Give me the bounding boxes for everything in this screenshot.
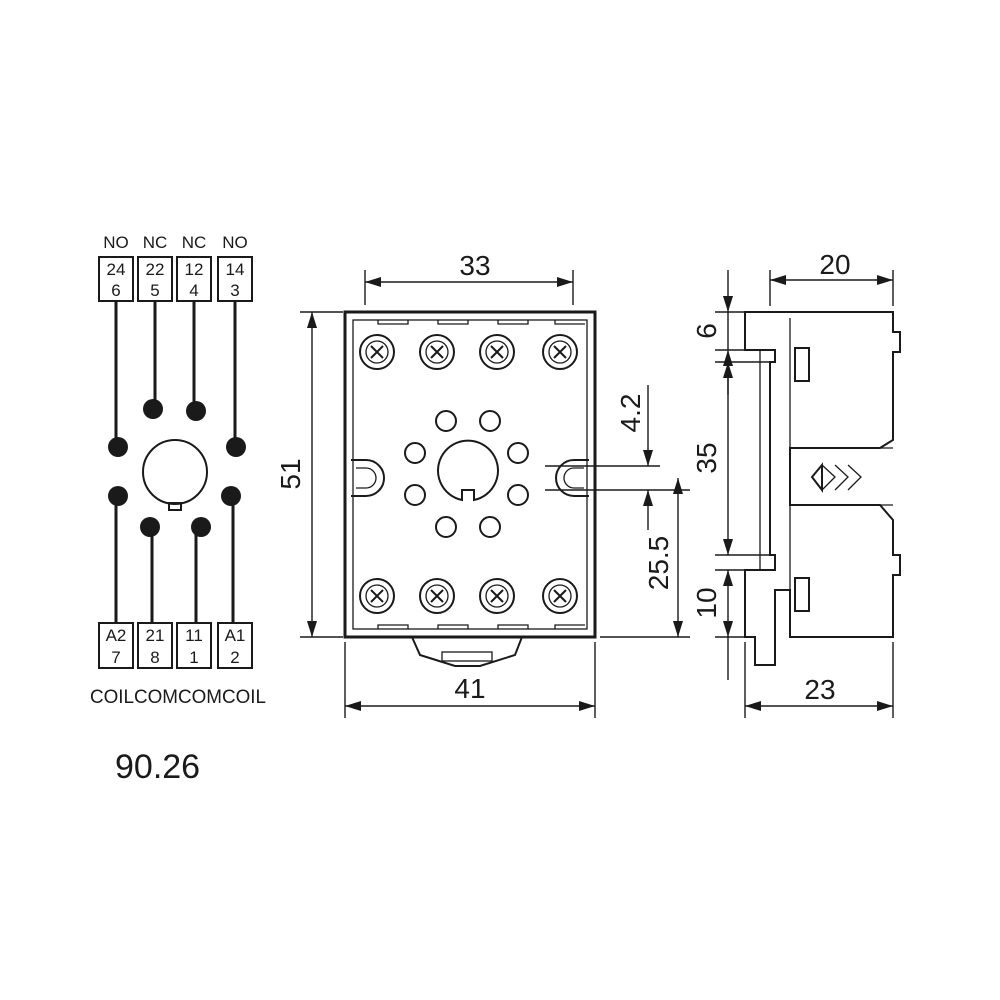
contact-dot	[221, 486, 241, 506]
dimension-label: 35	[691, 442, 722, 473]
contact-dot	[186, 401, 206, 421]
svg-text:7: 7	[111, 648, 120, 667]
svg-text:24: 24	[107, 260, 126, 279]
svg-text:1: 1	[189, 648, 198, 667]
din-clip	[411, 636, 523, 667]
top-label: NO	[222, 233, 248, 252]
svg-text:8: 8	[150, 648, 159, 667]
front-view: 33 51 41 4.2 25.5	[275, 250, 690, 718]
svg-text:3: 3	[230, 281, 239, 300]
dimension-label: 4.2	[615, 394, 646, 433]
terminal-box: 24 6	[98, 256, 134, 302]
contact-dot	[143, 399, 163, 419]
model-number: 90.26	[115, 748, 200, 786]
bottom-caption: COILCOMCOMCOIL	[90, 687, 266, 708]
svg-text:21: 21	[146, 626, 165, 645]
top-label: NC	[182, 233, 207, 252]
contact-dot	[108, 437, 128, 457]
dimension-label: 20	[819, 249, 850, 280]
contact-dot	[140, 517, 160, 537]
screw-icon	[419, 578, 455, 614]
release-lever-icon	[810, 462, 862, 493]
screw-icon	[479, 334, 515, 370]
contact-dot	[108, 486, 128, 506]
wiring-diagram: NO NC NC NO 24 6 22 5 12 4 14 3	[90, 233, 266, 708]
dimension-label: 33	[459, 250, 490, 281]
dimension-label: 23	[804, 674, 835, 705]
terminal-box: A2 7	[98, 622, 134, 669]
terminal-box: 14 3	[217, 256, 253, 302]
top-label: NC	[143, 233, 168, 252]
dimension-label: 51	[275, 458, 306, 489]
svg-text:2: 2	[230, 648, 239, 667]
screw-icon	[479, 578, 515, 614]
top-label: NO	[103, 233, 129, 252]
contact-dot	[226, 437, 246, 457]
dimension-label: 10	[691, 587, 722, 618]
terminal-box: 11 1	[176, 622, 212, 669]
center-key	[142, 439, 208, 511]
svg-text:22: 22	[146, 260, 165, 279]
dimension-label: 41	[454, 673, 485, 704]
terminal-box: A1 2	[217, 622, 253, 669]
svg-text:A1: A1	[225, 626, 246, 645]
mounting-slot	[351, 459, 589, 497]
svg-text:4: 4	[189, 281, 198, 300]
socket-body	[343, 310, 597, 639]
svg-text:14: 14	[226, 260, 245, 279]
svg-text:5: 5	[150, 281, 159, 300]
contact-dot	[191, 517, 211, 537]
screw-icon	[359, 334, 395, 370]
side-view: 20 6 35 10 23	[691, 249, 901, 718]
terminal-box: 12 4	[176, 256, 212, 302]
screw-icon	[542, 334, 578, 370]
svg-text:12: 12	[185, 260, 204, 279]
dimension-label: 6	[691, 323, 722, 339]
svg-text:A2: A2	[106, 626, 127, 645]
dimension-label: 25.5	[643, 536, 674, 591]
screw-icon	[359, 578, 395, 614]
terminal-box: 22 5	[137, 256, 173, 302]
pin-holes	[404, 410, 529, 538]
terminal-box: 21 8	[137, 622, 173, 669]
screw-icon	[542, 578, 578, 614]
svg-text:6: 6	[111, 281, 120, 300]
screw-icon	[419, 334, 455, 370]
svg-text:11: 11	[185, 626, 203, 645]
